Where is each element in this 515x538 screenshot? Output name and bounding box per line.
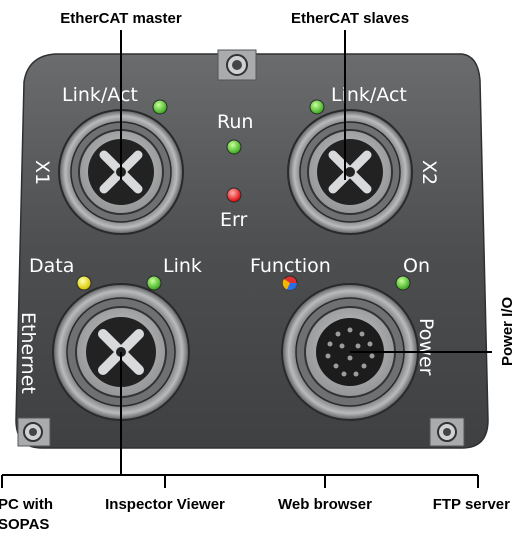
led-err bbox=[226, 187, 242, 203]
bottom-right-screw bbox=[429, 417, 465, 447]
callout-web-browser: Web browser bbox=[278, 496, 372, 513]
label-ethernet: Ethernet bbox=[17, 312, 39, 394]
label-link-act-left: Link/Act bbox=[62, 84, 138, 106]
led-data bbox=[76, 275, 92, 291]
label-power: Power bbox=[415, 318, 437, 376]
led-link-act-right bbox=[309, 99, 325, 115]
callout-lines bbox=[1, 30, 492, 488]
label-data: Data bbox=[29, 255, 74, 277]
label-run: Run bbox=[217, 111, 253, 133]
connector-ethernet bbox=[52, 283, 190, 421]
top-screw bbox=[217, 49, 257, 81]
label-x1: X1 bbox=[31, 160, 53, 185]
led-on bbox=[395, 275, 411, 291]
label-link: Link bbox=[163, 255, 202, 277]
connector-x2 bbox=[287, 109, 413, 235]
callout-ftp-server: FTP server bbox=[433, 496, 510, 513]
callout-ethercat-slaves: EtherCAT slaves bbox=[291, 10, 409, 27]
callout-pc-with: PC with bbox=[0, 496, 53, 513]
callout-power-io: Power I/O bbox=[499, 296, 515, 366]
label-function: Function bbox=[250, 255, 331, 277]
label-x2: X2 bbox=[418, 160, 440, 185]
led-link bbox=[146, 275, 162, 291]
callout-ethercat-master: EtherCAT master bbox=[60, 10, 182, 27]
callout-inspector-viewer: Inspector Viewer bbox=[105, 496, 225, 513]
callout-sopas: SOPAS bbox=[0, 516, 49, 533]
label-link-act-right: Link/Act bbox=[331, 84, 407, 106]
led-link-act-left bbox=[152, 99, 168, 115]
led-function bbox=[282, 275, 298, 291]
led-run bbox=[226, 139, 242, 155]
label-err: Err bbox=[220, 209, 247, 231]
bottom-left-screw bbox=[17, 417, 51, 447]
label-on: On bbox=[403, 255, 430, 277]
